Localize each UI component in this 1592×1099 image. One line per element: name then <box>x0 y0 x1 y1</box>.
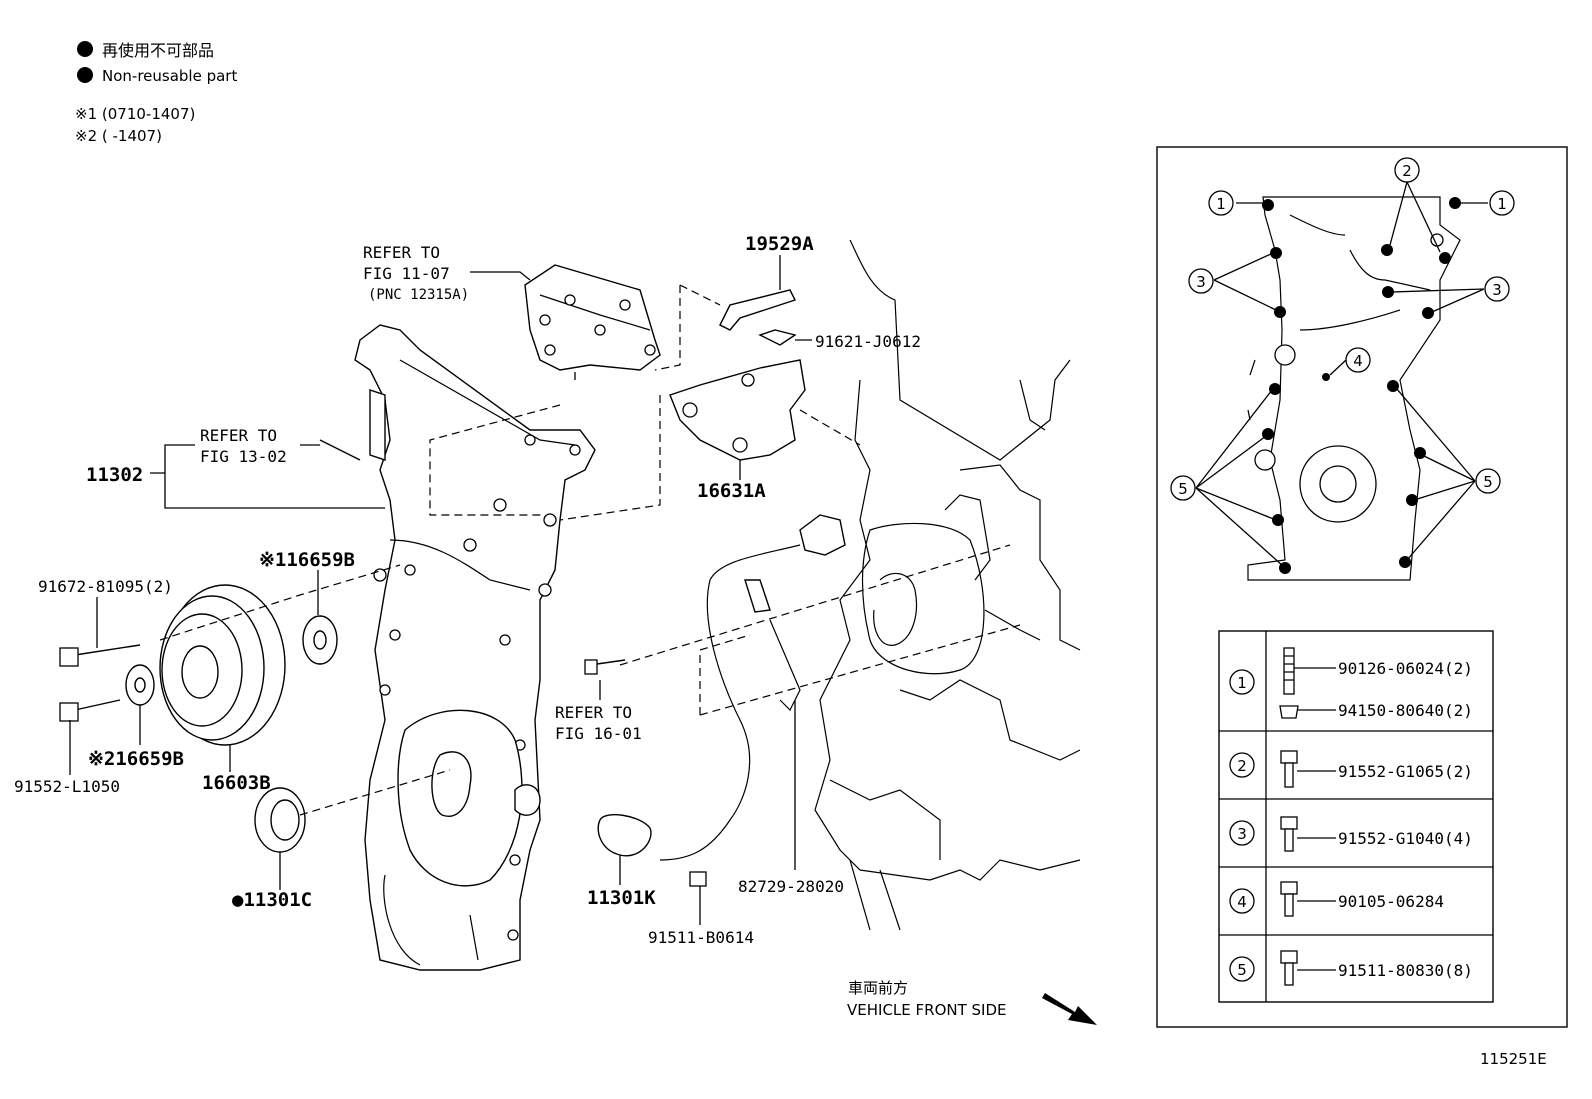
inset-callout: 3 <box>1188 268 1214 294</box>
part-number: 90105-06284 <box>1338 892 1444 911</box>
inset-panel: 1 1 2 3 3 4 5 5 <box>1156 146 1568 1028</box>
inset-callout: 3 <box>1484 276 1510 302</box>
inset-callout: 5 <box>1170 475 1196 501</box>
upper-bracket <box>524 264 661 371</box>
ref-fig1107-line1: REFER TO <box>363 243 440 262</box>
table-row: 4 90105-06284 <box>1229 881 1444 917</box>
svg-text:3: 3 <box>1196 273 1206 291</box>
washers <box>125 615 338 853</box>
svg-text:1: 1 <box>1497 195 1507 213</box>
arrow-icon <box>1042 993 1097 1025</box>
part-number: 94150-80640(2) <box>1338 701 1473 720</box>
label-11301k: 11301K <box>587 887 656 909</box>
bracket-16631a <box>669 359 806 461</box>
label-11302: 11302 <box>86 464 143 486</box>
label-19529a: 19529A <box>745 233 814 255</box>
label-11301c: ●11301C <box>232 889 312 911</box>
note-1: ※1 (0710-1407) <box>75 105 195 123</box>
table-row: 1 90126-06024(2) 94150-80640(2) <box>1229 647 1473 720</box>
svg-text:4: 4 <box>1353 352 1363 370</box>
sensor-harness <box>597 514 846 861</box>
inset-callout: 4 <box>1345 347 1371 373</box>
inset-callout: 1 <box>1208 190 1234 216</box>
table-row: 5 91511-80830(8) <box>1229 950 1473 986</box>
note-2: ※2 ( -1407) <box>75 127 162 145</box>
inset-callout: 5 <box>1475 468 1501 494</box>
ref-fig1302-line1: REFER TO <box>200 426 277 445</box>
svg-text:3: 3 <box>1492 281 1502 299</box>
bolt-icon <box>1280 816 1298 830</box>
assembly-lines <box>159 284 1021 816</box>
label-16603b: 16603B <box>202 772 271 794</box>
row-number: 4 <box>1237 893 1247 911</box>
ref-fig1601-line2: FIG 16-01 <box>555 724 642 743</box>
label-16659b-1: ※116659B <box>259 549 355 571</box>
stud-icon <box>1283 647 1295 695</box>
bolt-icon <box>1280 950 1298 964</box>
pulley-16603b <box>159 584 286 746</box>
svg-text:5: 5 <box>1178 480 1188 498</box>
label-91621: 91621-J0612 <box>815 332 921 351</box>
vehicle-front-indicator: 車両前方 VEHICLE FRONT SIDE <box>847 979 1097 1025</box>
direction-en: VEHICLE FRONT SIDE <box>847 1001 1007 1019</box>
svg-text:1: 1 <box>1216 195 1226 213</box>
legend-jp: 再使用不可部品 <box>102 41 214 60</box>
part-number: 91552-G1040(4) <box>1338 829 1473 848</box>
row-number: 1 <box>1237 674 1247 692</box>
svg-text:5: 5 <box>1483 473 1493 491</box>
part-number: 91511-80830(8) <box>1338 961 1473 980</box>
table-row: 3 91552-G1040(4) <box>1229 816 1473 852</box>
legend: 再使用不可部品 Non-reusable part ※1 (0710-1407)… <box>75 41 237 145</box>
legend-en: Non-reusable part <box>102 67 237 85</box>
bullet-icon <box>77 67 93 83</box>
inset-callout: 1 <box>1489 190 1515 216</box>
timing-cover <box>354 324 596 971</box>
leader-lines <box>69 255 812 925</box>
bullet-icon <box>77 41 93 57</box>
row-number: 5 <box>1237 961 1247 979</box>
part-number: 90126-06024(2) <box>1338 659 1473 678</box>
direction-jp: 車両前方 <box>848 979 908 997</box>
svg-text:2: 2 <box>1402 162 1412 180</box>
label-91511-b0614: 91511-B0614 <box>648 928 754 947</box>
label-91672: 91672-81095(2) <box>38 577 173 596</box>
label-82729: 82729-28020 <box>738 877 844 896</box>
nut-icon <box>1279 705 1299 719</box>
label-91552-l1050: 91552-L1050 <box>14 777 120 796</box>
label-16659b-2: ※216659B <box>88 748 184 770</box>
table-row: 2 91552-G1065(2) <box>1229 750 1473 788</box>
bolts <box>59 329 797 887</box>
inset-callout: 2 <box>1394 157 1420 183</box>
engine-block <box>814 239 1081 931</box>
ref-fig1302-line2: FIG 13-02 <box>200 447 287 466</box>
clip-19529a <box>719 289 796 331</box>
bolt-icon <box>1280 750 1298 764</box>
part-number: 91552-G1065(2) <box>1338 762 1473 781</box>
ref-fig1107-line2: FIG 11-07 <box>363 264 450 283</box>
label-16631a: 16631A <box>697 480 766 502</box>
row-number: 2 <box>1237 757 1247 775</box>
figure-id: 115251E <box>1480 1050 1547 1068</box>
bolt-icon <box>1280 881 1298 895</box>
fastener-table: 1 90126-06024(2) 94150-80640(2) 2 91552-… <box>1218 630 1494 1003</box>
ref-fig1601-line1: REFER TO <box>555 703 632 722</box>
row-number: 3 <box>1237 825 1247 843</box>
ref-fig1107-line3: (PNC 12315A) <box>368 287 469 303</box>
